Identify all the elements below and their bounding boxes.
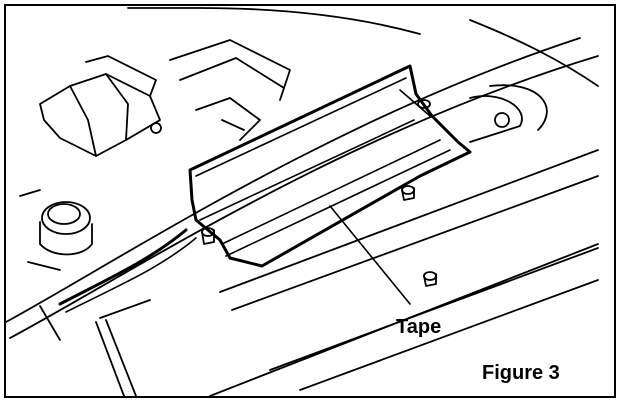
figure-border (4, 4, 616, 398)
right-hole-lever (469, 84, 548, 143)
tape-leader-line (329, 205, 411, 305)
round-boss (19, 189, 93, 271)
tape-callout-label: Tape (396, 316, 442, 338)
upper-left-bracket (39, 39, 291, 157)
panel-rails (5, 7, 599, 339)
lower-rails (39, 149, 599, 397)
figure-caption: Figure 3 (482, 362, 560, 384)
tape-strip[interactable] (58, 64, 472, 313)
pegs (201, 99, 437, 287)
